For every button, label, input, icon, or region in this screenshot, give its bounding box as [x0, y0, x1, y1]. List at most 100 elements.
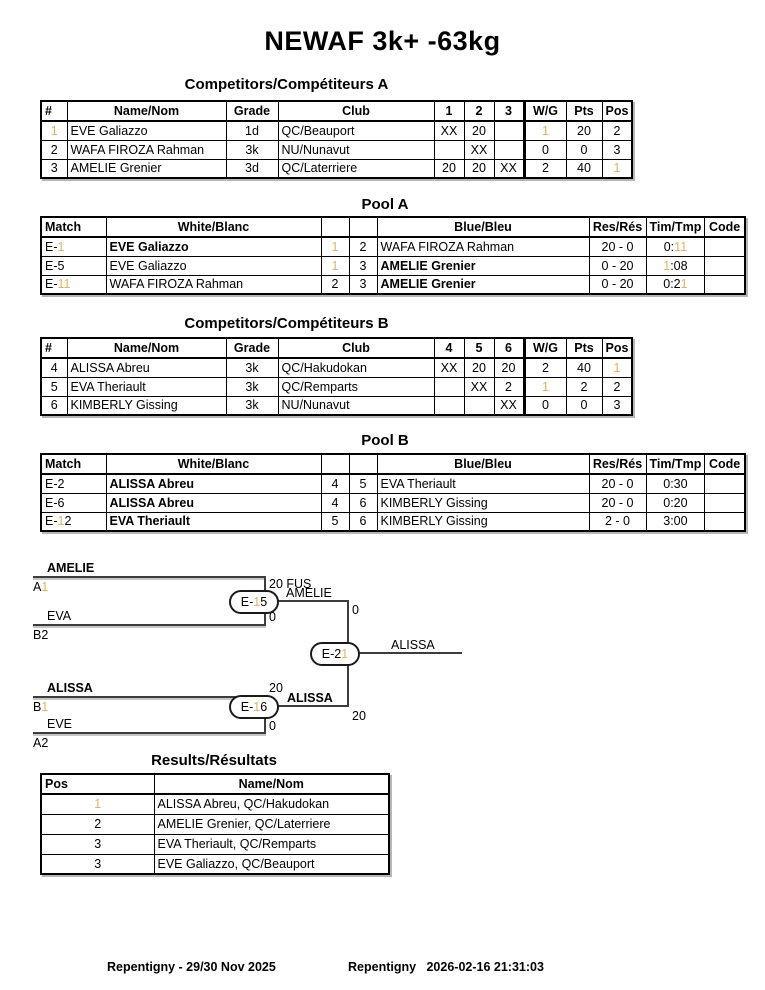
position-header: Pos	[601, 337, 633, 359]
num-cell: 3	[40, 158, 68, 179]
white-name-cell: EVA Theriault	[105, 511, 322, 532]
name-cell: EVA Theriault, QC/Remparts	[153, 833, 390, 855]
bracket-line	[275, 705, 349, 707]
time-cell: 1:08	[645, 255, 706, 276]
bracket-winner-name: ALISSA	[287, 691, 333, 705]
name-cell: EVA Theriault	[66, 376, 227, 397]
name-cell: ALISSA Abreu	[66, 357, 227, 378]
white-name-cell: EVE Galiazzo	[105, 236, 322, 257]
wins-cell: 0	[522, 139, 567, 160]
wins-cell: 1	[522, 120, 567, 141]
bracket-score: 0	[269, 719, 276, 733]
grade-header: Grade	[225, 337, 279, 359]
table-row: 2 AMELIE Grenier, QC/Laterriere	[40, 813, 390, 835]
position-cell: 2	[601, 376, 633, 397]
bracket-seed-label: A1	[33, 580, 49, 594]
bracket-score: 0	[352, 603, 359, 617]
score-cell	[433, 139, 465, 160]
bracket-seed-label: A2	[33, 736, 49, 750]
blue-seed-cell: 2	[348, 236, 378, 257]
table-header-row: Match White/Blanc Blue/Bleu Res/Rés Tim/…	[40, 453, 746, 475]
name-cell: KIMBERLY Gissing	[66, 395, 227, 416]
score-cell	[493, 139, 525, 160]
match-col-header: 5	[463, 337, 495, 359]
club-cell: NU/Nunavut	[277, 395, 435, 416]
club-header: Club	[277, 337, 435, 359]
result-cell: 2 - 0	[588, 511, 647, 532]
bracket-score: 20	[269, 681, 283, 695]
name-header: Name/Nom	[66, 100, 227, 122]
position-cell: 2	[601, 120, 633, 141]
bracket-winner-name: AMELIE	[286, 586, 332, 600]
white-name-cell: WAFA FIROZA Rahman	[105, 274, 322, 295]
footer-print-timestamp: Repentigny 2026-02-16 21:31:03	[348, 960, 544, 974]
table-row: E-2 ALISSA Abreu 4 5 EVA Theriault 20 - …	[40, 473, 746, 494]
white-seed-cell: 1	[320, 236, 350, 257]
white-seed-header	[320, 216, 350, 238]
match-oval-e16: E-16	[229, 695, 279, 719]
match-cell: E-1	[40, 236, 107, 257]
name-header: Name/Nom	[153, 773, 390, 795]
table-header-row: Match White/Blanc Blue/Bleu Res/Rés Tim/…	[40, 216, 746, 238]
score-cell: XX	[493, 158, 525, 179]
name-cell: AMELIE Grenier, QC/Laterriere	[153, 813, 390, 835]
points-cell: 0	[565, 395, 603, 416]
code-cell	[704, 255, 746, 276]
score-cell	[493, 120, 525, 141]
match-header: Match	[40, 216, 107, 238]
score-cell	[463, 395, 495, 416]
position-cell: 2	[40, 813, 155, 835]
match-oval-e15: E-15	[229, 590, 279, 614]
table-row: 1 ALISSA Abreu, QC/Hakudokan	[40, 793, 390, 815]
name-header: Name/Nom	[66, 337, 227, 359]
blue-name-cell: KIMBERLY Gissing	[376, 492, 590, 513]
wins-header: W/G	[522, 100, 567, 122]
white-seed-cell: 1	[320, 255, 350, 276]
pool-a-heading: Pool A	[361, 196, 409, 213]
white-seed-cell: 2	[320, 274, 350, 295]
wins-header: W/G	[522, 337, 567, 359]
score-cell: 20	[493, 357, 525, 378]
wins-cell: 1	[522, 376, 567, 397]
club-cell: QC/Beauport	[277, 120, 435, 141]
score-cell: XX	[433, 120, 465, 141]
score-cell: 20	[433, 158, 465, 179]
club-cell: QC/Hakudokan	[277, 357, 435, 378]
score-cell: 20	[463, 357, 495, 378]
bracket-entrant-name: EVE	[47, 717, 73, 731]
table-row: E-5 EVE Galiazzo 1 3 AMELIE Grenier 0 - …	[40, 255, 746, 276]
results-table: Pos Name/Nom 1 ALISSA Abreu, QC/Hakudoka…	[40, 773, 390, 875]
match-cell: E-5	[40, 255, 107, 276]
result-header: Res/Rés	[588, 216, 647, 238]
blue-name-cell: AMELIE Grenier	[376, 274, 590, 295]
table-row: 3 EVE Galiazzo, QC/Beauport	[40, 853, 390, 875]
time-cell: 0:30	[645, 473, 706, 494]
competitors-a-heading: Competitors/Compétiteurs A	[184, 76, 389, 93]
table-header-row: Pos Name/Nom	[40, 773, 390, 795]
position-header: Pos	[40, 773, 155, 795]
position-cell: 1	[40, 793, 155, 815]
blue-header: Blue/Bleu	[376, 453, 590, 475]
points-header: Pts	[565, 100, 603, 122]
club-cell: QC/Laterriere	[277, 158, 435, 179]
bracket-line	[33, 624, 266, 626]
position-header: Pos	[601, 100, 633, 122]
bracket-line	[33, 732, 266, 734]
pool-b-table: Match White/Blanc Blue/Bleu Res/Rés Tim/…	[40, 453, 746, 532]
table-row: 3 EVA Theriault, QC/Remparts	[40, 833, 390, 855]
time-header: Tim/Tmp	[645, 453, 706, 475]
white-header: White/Blanc	[105, 453, 322, 475]
bracket-score: 20 FUS	[269, 577, 312, 591]
bracket-entrant-name: EVA	[47, 609, 72, 623]
num-cell: 2	[40, 139, 68, 160]
blue-seed-cell: 6	[348, 492, 378, 513]
points-cell: 2	[565, 376, 603, 397]
table-row: 2 WAFA FIROZA Rahman 3k NU/Nunavut XX 0 …	[40, 139, 633, 160]
code-cell	[704, 473, 746, 494]
grade-cell: 3k	[225, 376, 279, 397]
page-title: NEWAF 3k+ -63kg	[264, 26, 501, 56]
blue-name-cell: WAFA FIROZA Rahman	[376, 236, 590, 257]
code-header: Code	[704, 453, 746, 475]
table-row: 6 KIMBERLY Gissing 3k NU/Nunavut XX 0 0 …	[40, 395, 633, 416]
